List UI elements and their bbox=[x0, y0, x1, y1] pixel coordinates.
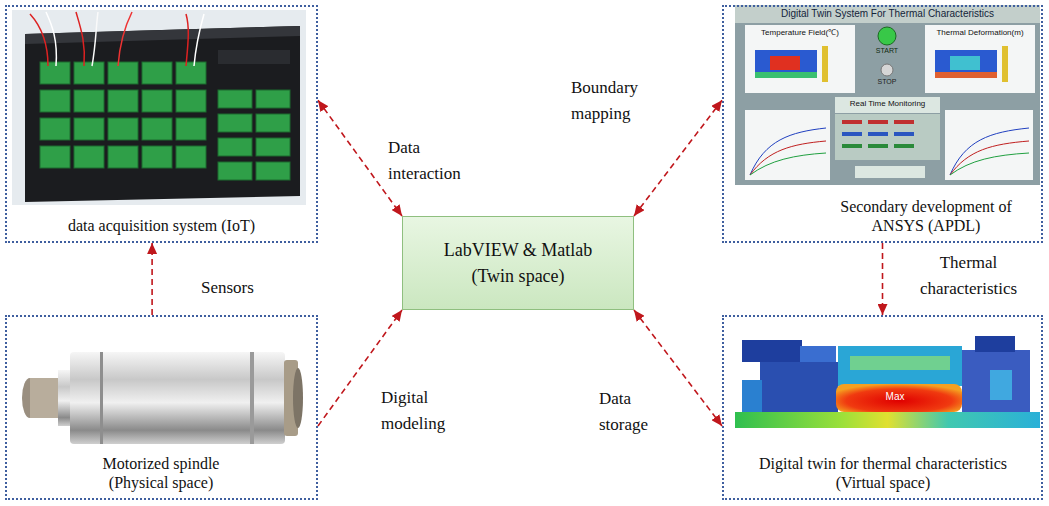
edge-label: Data interaction bbox=[387, 135, 484, 186]
box-text: LabVIEW & Matlab (Twin space) bbox=[431, 237, 606, 289]
panel-title: Temperature Field(℃) bbox=[745, 28, 855, 37]
thermal-model-render bbox=[735, 336, 1040, 428]
max-marker: Max bbox=[874, 391, 916, 403]
process-box: LabVIEW & Matlab (Twin space) bbox=[402, 216, 634, 310]
edge-label: Data storage bbox=[598, 386, 666, 437]
panel-title: Real Time Monitoring bbox=[835, 99, 940, 108]
iot-device-photo bbox=[12, 10, 306, 205]
caption-group: Digital twin for thermal characteristics… bbox=[738, 454, 1028, 492]
caption-group: data acquisition system (IoT) bbox=[7, 216, 316, 235]
caption: Digital twin for thermal characteristics… bbox=[738, 454, 1028, 492]
software-screenshot bbox=[735, 5, 1040, 185]
button-label: START bbox=[867, 47, 907, 55]
dotted-frame: Digital twin for thermal characteristics… bbox=[722, 315, 1043, 500]
dashed-arrow bbox=[882, 243, 884, 315]
text-group: LabVIEW & Matlab (Twin space) bbox=[431, 237, 606, 289]
panel-title: Thermal Deformation(m) bbox=[925, 28, 1035, 37]
caption-group: Secondary development of ANSYS (APDL) bbox=[836, 197, 1016, 235]
edge-label: Digital modeling bbox=[380, 385, 464, 436]
dashed-arrow bbox=[151, 243, 153, 315]
caption: Secondary development of ANSYS (APDL) bbox=[836, 197, 1016, 235]
caption: Motorized spindle (Physical space) bbox=[86, 454, 236, 492]
edge-label: Sensors bbox=[200, 275, 282, 301]
caption-group: Motorized spindle (Physical space) bbox=[86, 454, 236, 492]
spindle-photo bbox=[22, 352, 303, 444]
edge-label: Boundary mapping bbox=[570, 75, 672, 126]
edge-label: Thermal characteristics bbox=[905, 250, 1032, 301]
screen-title: Digital Twin System For Thermal Characte… bbox=[740, 8, 1035, 20]
button-label: STOP bbox=[867, 78, 907, 86]
dotted-frame: Secondary development of ANSYS (APDL) bbox=[722, 5, 1043, 243]
dotted-frame: Motorized spindle (Physical space) bbox=[5, 315, 318, 500]
dotted-frame: data acquisition system (IoT) bbox=[5, 5, 318, 243]
caption: data acquisition system (IoT) bbox=[7, 216, 316, 235]
